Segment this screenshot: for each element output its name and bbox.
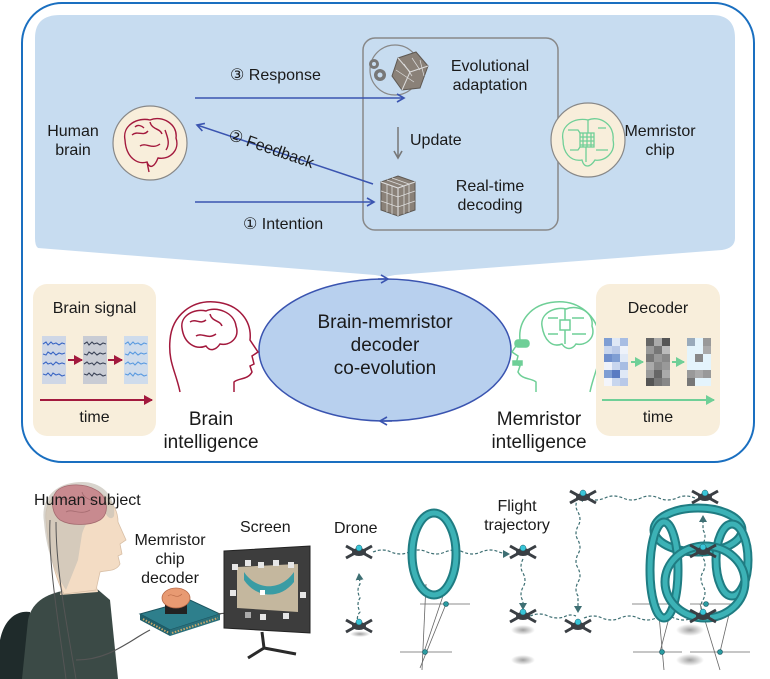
- drone-icon: [509, 544, 537, 560]
- update-label: Update: [410, 132, 462, 149]
- drones: [345, 489, 719, 634]
- decoder-time-label: time: [642, 409, 674, 426]
- evolution-cycle-icon: [369, 44, 429, 96]
- cube-rotated-icon: [391, 51, 429, 91]
- hoop-cluster: [645, 503, 753, 623]
- memristor-intelligence-label: Memristor intelligence: [491, 409, 587, 453]
- human-brain-label: Human brain: [47, 123, 99, 159]
- drone-icon: [689, 608, 717, 624]
- human-subject-label: Human subject: [34, 492, 141, 509]
- drone-icon: [689, 543, 717, 559]
- drone-icon: [691, 489, 719, 505]
- eeg-signal-frames: [42, 336, 148, 384]
- realtime-decoding-label: Real-time decoding: [455, 178, 525, 214]
- brain-icon: [124, 118, 178, 173]
- feedback-arrow: [195, 122, 374, 185]
- hoop-single: [407, 508, 461, 600]
- flight-trajectory-label: Flight trajectory: [484, 498, 550, 534]
- decoder-title: Decoder: [627, 300, 689, 317]
- human-head-brain-icon: [168, 301, 260, 393]
- stand-nodes: [422, 601, 723, 655]
- memristor-chip-circle: [550, 102, 626, 178]
- gears-icon: [369, 59, 386, 81]
- monitor-screen-illustration: [223, 545, 311, 660]
- human-subject-illustration: [22, 482, 151, 679]
- human-brain-circle: [112, 105, 188, 181]
- response-label: ③ Response: [230, 67, 321, 84]
- drone-icon: [345, 618, 373, 634]
- drone-icon: [509, 608, 537, 624]
- drone-shadows: [350, 624, 704, 666]
- drone-icon: [564, 618, 592, 634]
- drone-label: Drone: [334, 520, 378, 537]
- cube-icon: [380, 175, 416, 217]
- drone-icon: [345, 544, 373, 560]
- chip-brain-icon: [161, 587, 191, 609]
- memristor-chip-decoder-label: Memristor chip decoder: [134, 532, 206, 587]
- evolutional-adaptation-label: Evolutional adaptation: [450, 58, 530, 94]
- intention-label: ① Intention: [243, 216, 324, 233]
- brain-intelligence-label: Brain intelligence: [163, 409, 259, 453]
- screen-label: Screen: [240, 519, 291, 536]
- coevolution-label: Brain-memristor decoder co-evolution: [317, 312, 453, 379]
- brain-signal-time-label: time: [79, 409, 110, 426]
- drone-icon: [569, 489, 597, 505]
- memristor-brain-icon: [562, 118, 615, 167]
- memristor-chip-label: Memristor chip: [624, 123, 696, 159]
- top-panel-background: [35, 15, 735, 277]
- decoder-weight-matrices: [604, 338, 711, 386]
- brain-signal-title: Brain signal: [52, 300, 137, 317]
